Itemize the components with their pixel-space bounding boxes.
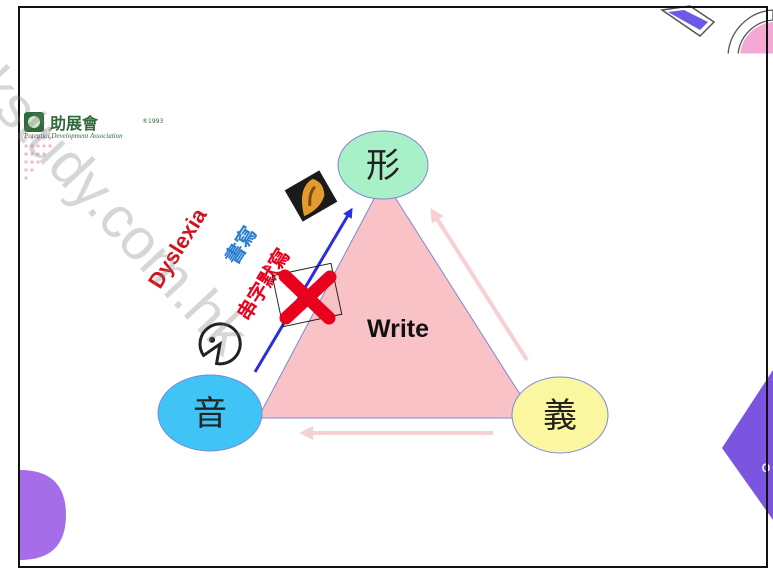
logo-org-name: 助展會 <box>50 114 99 133</box>
logo-tagline: Potential Development Association <box>24 132 123 140</box>
node-form: 形 <box>337 130 429 200</box>
node-form-label: 形 <box>366 146 400 186</box>
picture-icon <box>284 170 338 222</box>
node-meaning-label: 義 <box>543 396 577 436</box>
logo-year: ®1993 <box>142 118 164 125</box>
purple-blob <box>20 470 66 560</box>
pink-arrow-right <box>430 208 529 362</box>
cross-icon <box>271 262 343 328</box>
slide-frame <box>18 6 768 568</box>
logo: 助展會 ®1993 Potential Development Associat… <box>24 108 184 148</box>
decorative-dots <box>24 128 52 180</box>
side-diamond <box>722 370 773 520</box>
triangle <box>257 179 536 419</box>
node-meaning: 義 <box>511 376 609 454</box>
center-label: Write <box>367 315 429 343</box>
corner-decoration <box>650 5 773 57</box>
face-icon <box>198 322 242 366</box>
node-sound-label: 音 <box>193 394 227 434</box>
node-sound: 音 <box>157 374 263 452</box>
logo-icon <box>24 112 44 132</box>
